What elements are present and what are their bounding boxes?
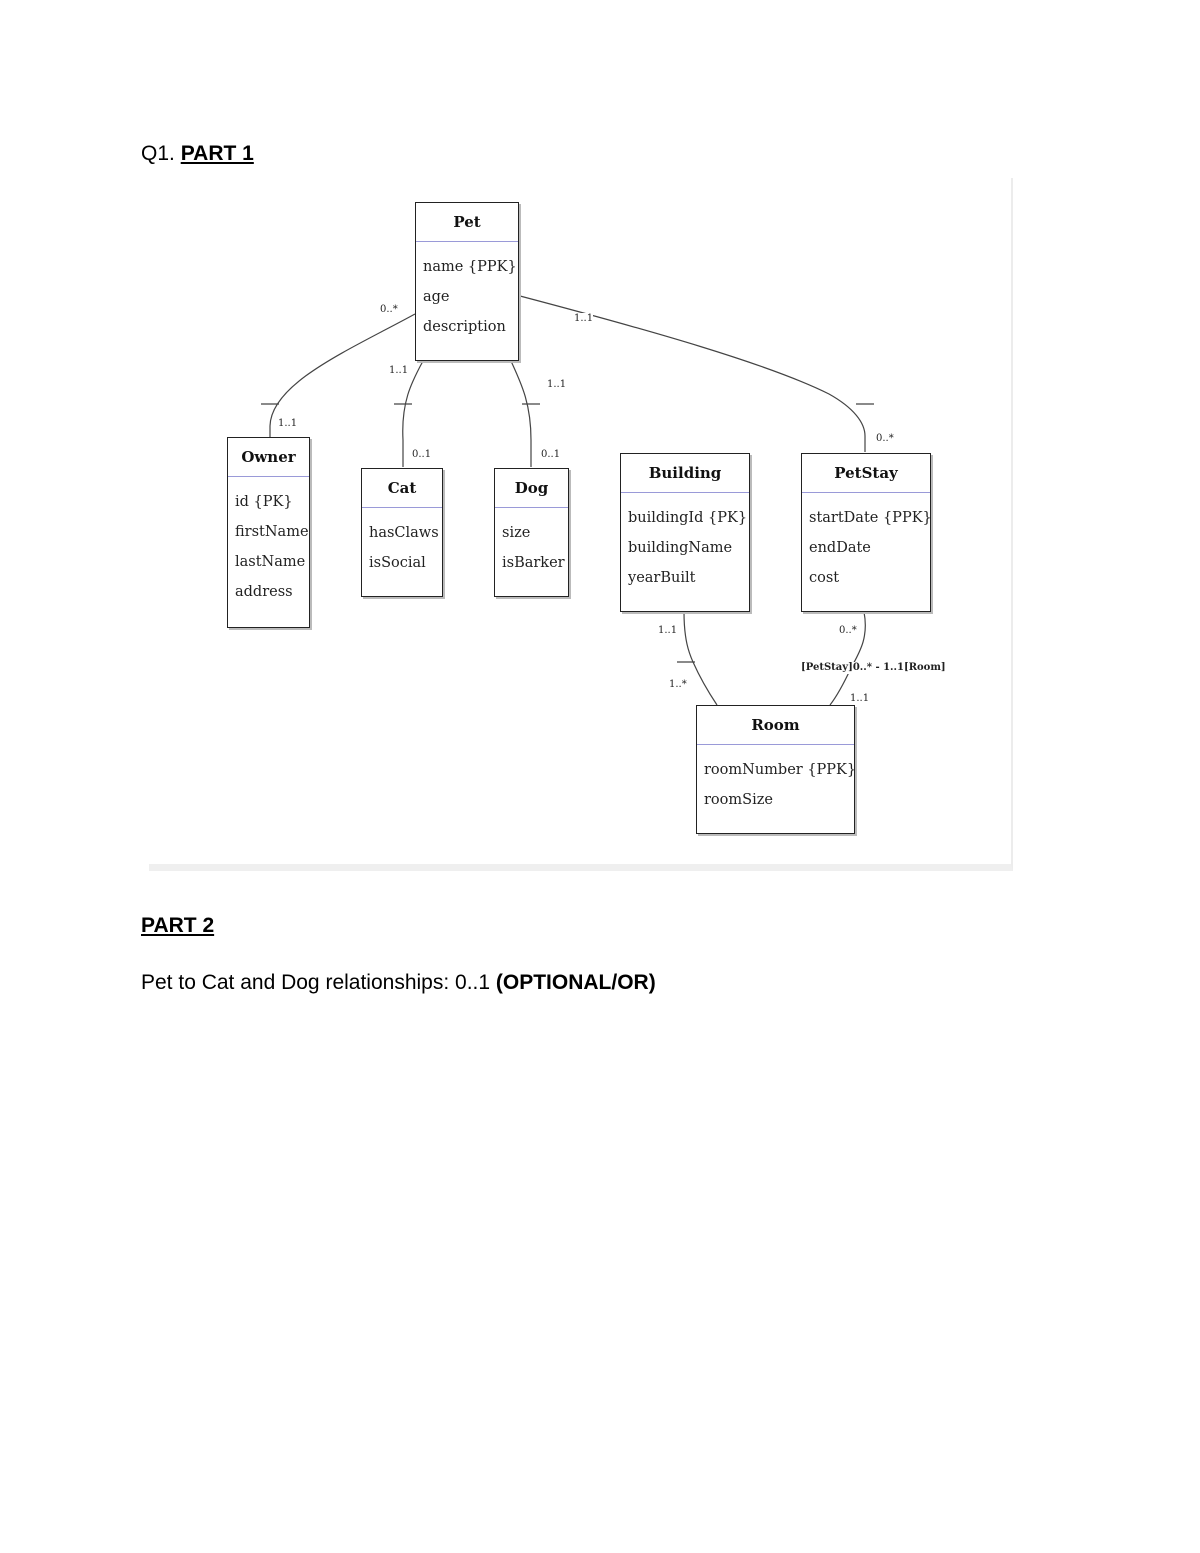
mult-pet-owner-pet: 0..* (380, 304, 398, 315)
attr-building-id: buildingId {PK} (628, 510, 748, 526)
entity-petstay-name: PetStay (802, 454, 930, 493)
relationship-lines (261, 295, 874, 706)
attr-dog-size: size (502, 525, 531, 541)
attr-owner-address: address (235, 584, 293, 600)
attr-building-yearbuilt: yearBuilt (628, 570, 696, 586)
line-pet-dog (510, 360, 532, 467)
mult-pet-cat-pet: 1..1 (389, 365, 409, 376)
part1-heading: PART 1 (180, 142, 254, 165)
entity-pet: Pet name {PPK} age description (415, 202, 519, 361)
entity-building-name: Building (621, 454, 749, 493)
attr-room-size: roomSize (704, 792, 773, 808)
entity-room: Room roomNumber {PPK} roomSize (696, 705, 857, 834)
line-pet-petstay (519, 295, 866, 452)
entity-dog-name: Dog (495, 469, 568, 508)
entity-pet-name: Pet (416, 203, 518, 242)
mult-petstay-room-room: 1..1 (850, 693, 870, 704)
mult-pet-petstay-pet: 1..1 (574, 313, 594, 325)
attr-room-number: roomNumber {PPK} (704, 762, 857, 778)
attr-pet-description: description (423, 319, 506, 335)
part2-text: Pet to Cat and Dog relationships: 0..1 (141, 971, 491, 994)
attr-cat-issocial: isSocial (369, 555, 426, 571)
question-prefix: Q1. (141, 142, 175, 165)
attr-petstay-startdate: startDate {PPK} (809, 510, 932, 526)
mult-building-room-building: 1..1 (658, 625, 678, 636)
entity-owner-name: Owner (228, 438, 309, 477)
entity-cat-name: Cat (362, 469, 442, 508)
attr-owner-id: id {PK} (235, 494, 293, 510)
mult-pet-owner-owner: 1..1 (278, 418, 298, 429)
question-heading: Q1. PART 1 (141, 141, 254, 167)
part2-emphasis: (OPTIONAL/OR) (495, 971, 656, 994)
entity-building: Building buildingId {PK} buildingName ye… (620, 453, 750, 612)
part2-heading: PART 2 (141, 914, 215, 937)
line-pet-cat (402, 360, 424, 467)
attr-owner-lastname: lastName (235, 554, 306, 570)
line-building-room (683, 611, 718, 706)
entity-owner: Owner id {PK} firstName lastName address (227, 437, 310, 628)
entity-dog: Dog size isBarker (494, 468, 569, 597)
attr-dog-isbarker: isBarker (502, 555, 565, 571)
attr-cat-hasclaws: hasClaws (369, 525, 439, 541)
entity-room-name: Room (697, 706, 854, 745)
mult-pet-cat-cat: 0..1 (412, 449, 432, 460)
entity-petstay: PetStay startDate {PPK} endDate cost (801, 453, 932, 612)
part2-text-line: Pet to Cat and Dog relationships: 0..1 (… (141, 970, 656, 996)
er-diagram: Pet name {PPK} age description Owner id … (149, 178, 1013, 871)
mult-pet-dog-pet: 1..1 (547, 379, 567, 390)
entity-cat: Cat hasClaws isSocial (361, 468, 443, 597)
attr-building-name: buildingName (628, 540, 733, 556)
mult-pet-dog-dog: 0..1 (541, 449, 561, 460)
mult-petstay-room-label: [PetStay]0..* - 1..1[Room] (801, 662, 946, 674)
mult-petstay-room-petstay: 0..* (839, 625, 857, 636)
attr-pet-age: age (423, 289, 450, 305)
attr-pet-name: name {PPK} (423, 259, 517, 275)
line-pet-owner (269, 313, 416, 438)
attr-petstay-cost: cost (809, 570, 840, 586)
attr-owner-firstname: firstName (235, 524, 309, 540)
mult-pet-petstay-petstay: 0..* (876, 433, 894, 444)
attr-petstay-enddate: endDate (809, 540, 871, 556)
mult-building-room-room: 1..* (669, 679, 687, 690)
